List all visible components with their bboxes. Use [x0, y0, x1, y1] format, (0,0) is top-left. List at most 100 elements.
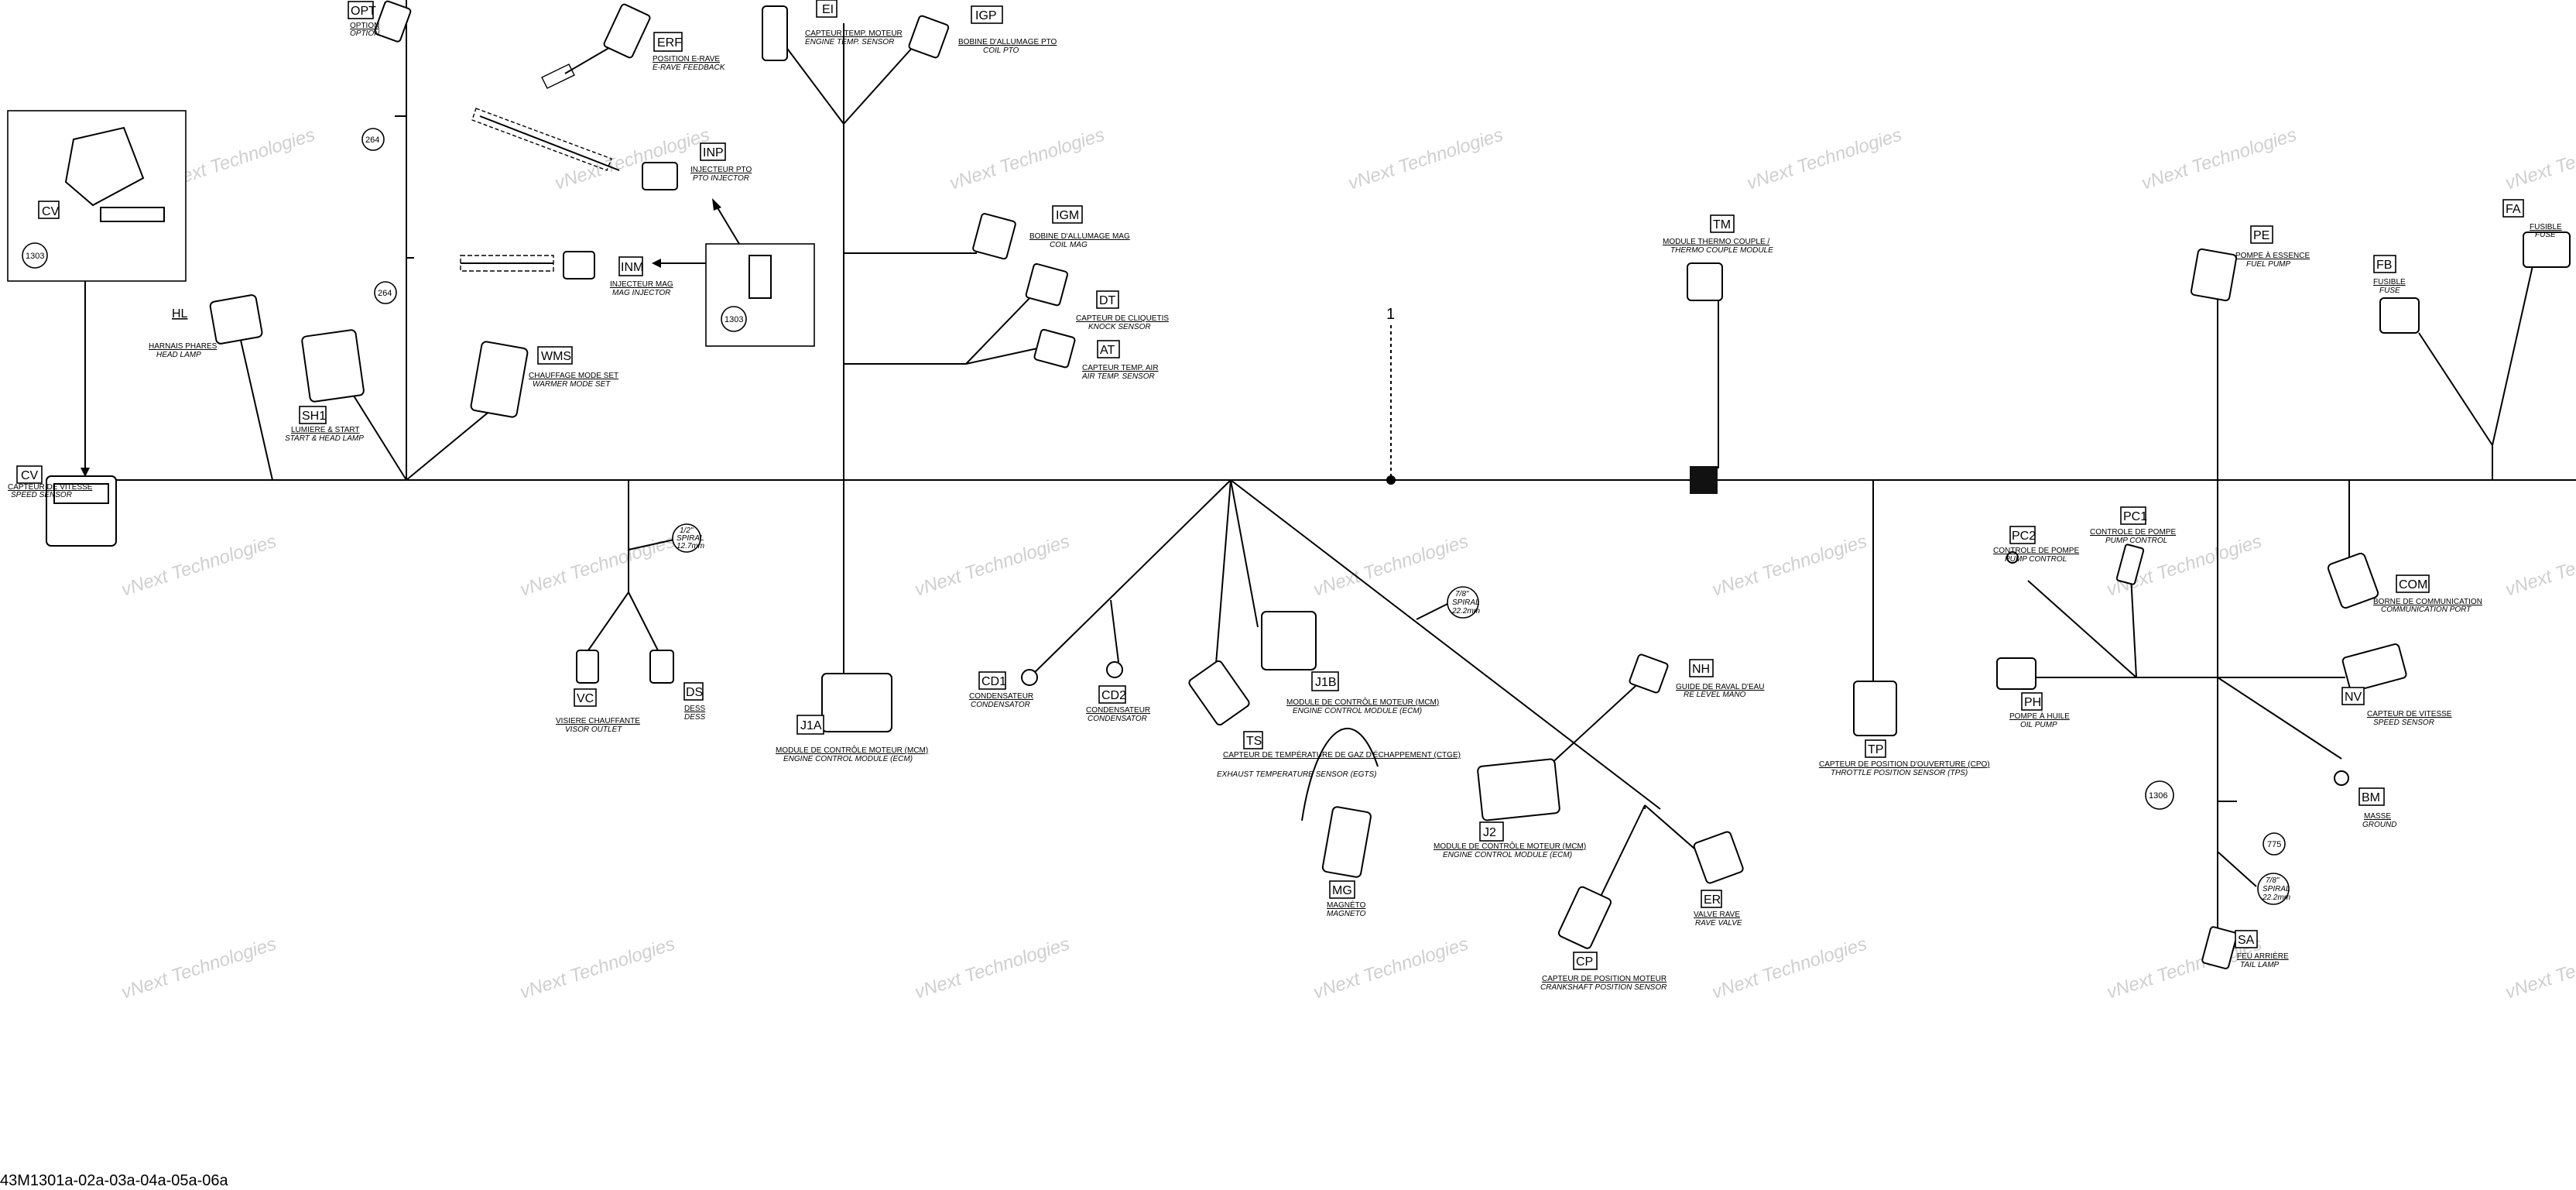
spiral-3-line-2: SPIRAL — [2263, 885, 2290, 893]
svg-text:THERMO COUPLE MODULE: THERMO COUPLE MODULE — [1670, 246, 1773, 255]
connector-dt: DT CAPTEUR DE CLIQUETIS KNOCK SENSOR — [1076, 290, 1169, 331]
connector-tm: TM MODULE THERMO COUPLE / THERMO COUPLE … — [1663, 214, 1773, 255]
spiral-1-line-1: 1/2" — [680, 526, 694, 535]
branch-wires — [80, 0, 2536, 945]
svg-text:SPEED SENSOR: SPEED SENSOR — [11, 491, 72, 499]
svg-text:MAG INJECTOR: MAG INJECTOR — [612, 289, 670, 297]
svg-text:CAPTEUR TEMP. AIR: CAPTEUR TEMP. AIR — [1082, 364, 1159, 372]
watermark: vNext Technologies — [1710, 934, 1870, 1003]
svg-text:OIL PUMP: OIL PUMP — [2020, 721, 2057, 729]
svg-text:CAPTEUR TEMP. MOTEUR: CAPTEUR TEMP. MOTEUR — [805, 29, 903, 38]
connector-bm: BM MASSE GROUND — [2358, 787, 2396, 829]
spiral-3-line-1: 7/8" — [2266, 876, 2280, 885]
svg-text:INJECTEUR MAG: INJECTEUR MAG — [610, 280, 673, 289]
connector-erf: ERF POSITION E-RAVE E-RAVE FEEDBACK — [653, 32, 726, 72]
svg-text:FUSE: FUSE — [2535, 231, 2556, 239]
watermark: vNext Technologies — [119, 934, 279, 1003]
connector-mg: MG MAGNÉTO MAGNETO — [1327, 880, 1366, 918]
junction-block — [1690, 466, 1718, 494]
connector-sh1: SH1 LUMIERE & START START & HEAD LAMP — [285, 406, 364, 443]
svg-text:LUMIERE & START: LUMIERE & START — [291, 426, 360, 434]
svg-text:FUSIBLE: FUSIBLE — [2530, 223, 2562, 231]
connector-labels: CV CAPTEUR DE VITESSE SPEED SENSOR OPT O… — [8, 0, 2562, 992]
sleeves — [460, 63, 612, 272]
svg-text:CD2: CD2 — [1101, 689, 1126, 702]
connector-fa: FA FUSIBLE FUSE — [2502, 199, 2562, 239]
svg-text:PC2: PC2 — [2012, 530, 2036, 543]
svg-text:VALVE RAVE: VALVE RAVE — [1694, 911, 1740, 919]
connector-j1b: J1B MODULE DE CONTRÔLE MOTEUR (MCM) ENGI… — [1286, 671, 1439, 715]
svg-text:TAIL LAMP: TAIL LAMP — [2240, 961, 2280, 969]
svg-text:OPTION: OPTION — [350, 29, 380, 38]
svg-text:ENGINE TEMP. SENSOR: ENGINE TEMP. SENSOR — [805, 38, 894, 46]
watermark: vNext Technologies — [2139, 125, 2300, 194]
connector-pc2: PC2 CONTROLE DE POMPE PUMP CONTROL — [1993, 526, 2079, 564]
svg-text:CRANKSHAFT POSITION SENSOR: CRANKSHAFT POSITION SENSOR — [1540, 983, 1667, 992]
connector-pe: PE POMPE À ESSENCE FUEL PUMP — [2235, 225, 2310, 269]
svg-text:MODULE DE CONTRÔLE MOTEUR (MCM: MODULE DE CONTRÔLE MOTEUR (MCM) — [1434, 841, 1586, 851]
svg-text:CONTROLE DE POMPE: CONTROLE DE POMPE — [2090, 528, 2176, 537]
watermark: vNext Technologies — [913, 531, 1073, 601]
svg-text:PH: PH — [2024, 696, 2041, 709]
inp-detail-box: 1303 — [705, 243, 815, 347]
svg-text:POMPE À HUILE: POMPE À HUILE — [2009, 711, 2070, 721]
svg-text:FUSIBLE: FUSIBLE — [2373, 278, 2406, 286]
svg-text:MODULE DE CONTRÔLE MOTEUR (MCM: MODULE DE CONTRÔLE MOTEUR (MCM) — [1286, 697, 1439, 707]
svg-text:HEAD LAMP: HEAD LAMP — [156, 351, 201, 359]
callout-264-b: 264 — [378, 289, 392, 298]
svg-text:CD1: CD1 — [981, 675, 1006, 688]
svg-text:RE LEVEL MANO: RE LEVEL MANO — [1684, 691, 1746, 699]
svg-text:CONDENSATOR: CONDENSATOR — [1088, 715, 1147, 723]
svg-text:BM: BM — [2362, 791, 2380, 804]
svg-text:BORNE DE COMMUNICATION: BORNE DE COMMUNICATION — [2373, 598, 2482, 606]
spiral-2-line-3: 22.2mm — [1451, 607, 1480, 616]
watermark: vNext Technologies — [2503, 934, 2576, 1003]
connector-bodies — [46, 0, 2571, 969]
spiral-callouts: 1/2" SPIRAL 12.7mm 7/8" SPIRAL 22.2mm 7/… — [672, 523, 2290, 905]
watermark: vNext Technologies — [2503, 125, 2576, 194]
svg-text:IGP: IGP — [975, 9, 997, 22]
svg-text:BOBINE D'ALLUMAGE MAG: BOBINE D'ALLUMAGE MAG — [1029, 232, 1130, 241]
svg-text:CONTROLE DE POMPE: CONTROLE DE POMPE — [1993, 547, 2079, 555]
spiral-1-line-3: 12.7mm — [677, 542, 704, 550]
connector-wms: WMS CHAUFFAGE MODE SET WARMER MODE SET — [529, 346, 618, 389]
connector-igm: IGM BOBINE D'ALLUMAGE MAG COIL MAG — [1029, 205, 1130, 249]
svg-text:OPTION: OPTION — [350, 22, 379, 30]
connector-j1a: J1A MODULE DE CONTRÔLE MOTEUR (MCM) ENGI… — [776, 715, 928, 763]
svg-text:PUMP CONTROL: PUMP CONTROL — [2005, 555, 2067, 564]
svg-text:FEU ARRIÈRE: FEU ARRIÈRE — [2237, 951, 2289, 961]
svg-text:TM: TM — [1713, 218, 1731, 231]
svg-text:WARMER MODE SET: WARMER MODE SET — [533, 380, 611, 389]
svg-text:CHAUFFAGE MODE SET: CHAUFFAGE MODE SET — [529, 372, 618, 380]
svg-text:ERF: ERF — [657, 36, 682, 50]
svg-text:TP: TP — [1868, 743, 1883, 756]
spiral-2-line-2: SPIRAL — [1452, 598, 1480, 607]
svg-text:GROUND: GROUND — [2362, 821, 2396, 829]
svg-text:AT: AT — [1100, 344, 1115, 357]
svg-text:BOBINE D'ALLUMAGE PTO: BOBINE D'ALLUMAGE PTO — [958, 38, 1057, 46]
watermark: vNext Technologies — [518, 531, 678, 601]
connector-er: ER VALVE RAVE RAVE VALVE — [1694, 890, 1742, 928]
svg-text:CAPTEUR DE POSITION MOTEUR: CAPTEUR DE POSITION MOTEUR — [1542, 975, 1667, 983]
svg-text:FB: FB — [2376, 259, 2392, 272]
connector-cd2: CD2 CONDENSATEUR CONDENSATOR — [1086, 685, 1150, 723]
connector-ts: TS CAPTEUR DE TEMPÉRATURE DE GAZ D'ÉCHAP… — [1217, 731, 1461, 779]
svg-text:EXHAUST TEMPERATURE SENSOR (EG: EXHAUST TEMPERATURE SENSOR (EGTS) — [1217, 770, 1377, 779]
svg-text:DT: DT — [1099, 294, 1116, 307]
connector-inp: INP INJECTEUR PTO PTO INJECTOR — [690, 142, 752, 183]
connector-opt: OPT OPTION OPTION — [348, 1, 380, 38]
spiral-2-line-1: 7/8" — [1455, 590, 1469, 598]
svg-text:CONDENSATEUR: CONDENSATEUR — [969, 692, 1033, 701]
svg-text:MASSE: MASSE — [2364, 812, 2391, 821]
svg-text:CAPTEUR DE POSITION D'OUVERTUR: CAPTEUR DE POSITION D'OUVERTURE (CPO) — [1819, 760, 1990, 769]
svg-text:INJECTEUR PTO: INJECTEUR PTO — [690, 166, 752, 174]
connector-pc1: PC1 CONTROLE DE POMPE PUMP CONTROL — [2090, 506, 2176, 545]
connector-ph: PH POMPE À HUILE OIL PUMP — [2009, 692, 2070, 729]
svg-text:MODULE DE CONTRÔLE MOTEUR (MCM: MODULE DE CONTRÔLE MOTEUR (MCM) — [776, 745, 928, 755]
connector-cd1: CD1 CONDENSATEUR CONDENSATOR — [969, 671, 1033, 709]
watermark: vNext Technologies — [119, 531, 279, 601]
svg-text:SPEED SENSOR: SPEED SENSOR — [2373, 718, 2434, 727]
connector-cp: CP CAPTEUR DE POSITION MOTEUR CRANKSHAFT… — [1540, 952, 1667, 992]
svg-text:FUEL PUMP: FUEL PUMP — [2246, 260, 2290, 269]
